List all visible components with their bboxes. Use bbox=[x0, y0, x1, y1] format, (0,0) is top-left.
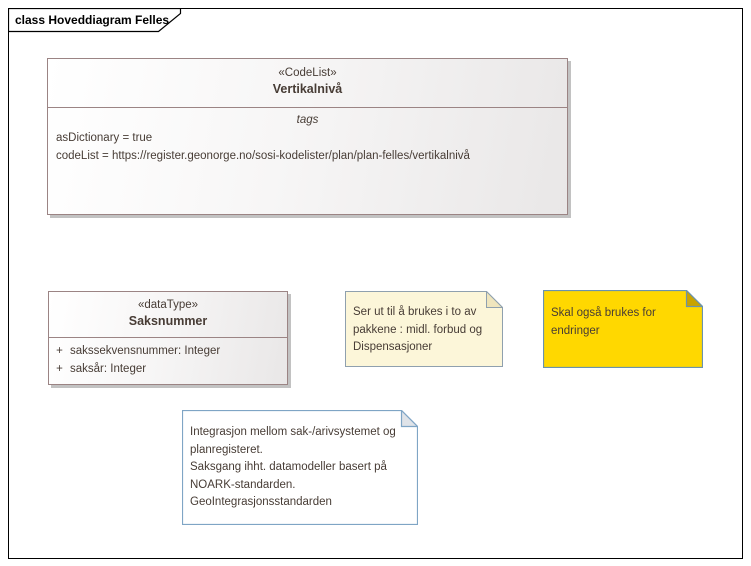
class-header: «CodeList» Vertikalnivå bbox=[48, 59, 567, 108]
class-name: Saksnummer bbox=[128, 314, 208, 328]
visibility-plus-icon: + bbox=[56, 345, 63, 357]
note-text: Integrasjon mellom sak-/arivsystemet og … bbox=[190, 426, 396, 508]
frame-tab bbox=[8, 8, 182, 33]
note-fold-icon bbox=[685, 290, 703, 308]
attribute-label: saksår: Integer bbox=[70, 362, 147, 375]
stereotype-label: «dataType» bbox=[137, 299, 199, 311]
class-box-vertikalniva[interactable]: «CodeList» Vertikalnivå tags asDictionar… bbox=[47, 58, 568, 215]
class-box-saksnummer[interactable]: «dataType» Saksnummer + sakssekvensnumme… bbox=[48, 291, 288, 385]
class-name: Vertikalnivå bbox=[272, 82, 343, 96]
tag-codelist: codeList = https://register.geonorge.no/… bbox=[56, 150, 470, 162]
note-integration[interactable]: Integrasjon mellom sak-/arivsystemet og … bbox=[182, 410, 418, 525]
visibility-plus-icon: + bbox=[56, 362, 63, 375]
note-fold-icon bbox=[486, 291, 503, 308]
tags-compartment: tags asDictionary = true codeList = http… bbox=[48, 108, 567, 165]
note-text: Skal også brukes for endringer bbox=[551, 307, 656, 337]
tag-asdictionary: asDictionary = true bbox=[56, 132, 153, 144]
note-shape bbox=[543, 290, 703, 368]
attributes-compartment: + sakssekvensnummer: Integer + saksår: I… bbox=[49, 338, 287, 378]
note-usage[interactable]: Ser ut til å brukes i to av pakkene : mi… bbox=[345, 291, 503, 367]
note-text: Ser ut til å brukes i to av pakkene : mi… bbox=[353, 306, 483, 353]
attribute-row: + sakssekvensnummer: Integer bbox=[49, 343, 287, 361]
note-changes[interactable]: Skal også brukes for endringer bbox=[543, 290, 703, 368]
stereotype-label: «CodeList» bbox=[278, 67, 337, 79]
note-fold-icon bbox=[400, 410, 418, 428]
frame-title: class Hoveddiagram Felles bbox=[15, 12, 170, 27]
note-shape bbox=[182, 410, 418, 525]
class-header: «dataType» Saksnummer bbox=[49, 292, 287, 338]
attribute-row: + saksår: Integer bbox=[49, 361, 287, 379]
tags-section-label: tags bbox=[296, 114, 319, 126]
note-shape bbox=[345, 291, 503, 367]
attribute-label: sakssekvensnummer: Integer bbox=[70, 345, 221, 357]
